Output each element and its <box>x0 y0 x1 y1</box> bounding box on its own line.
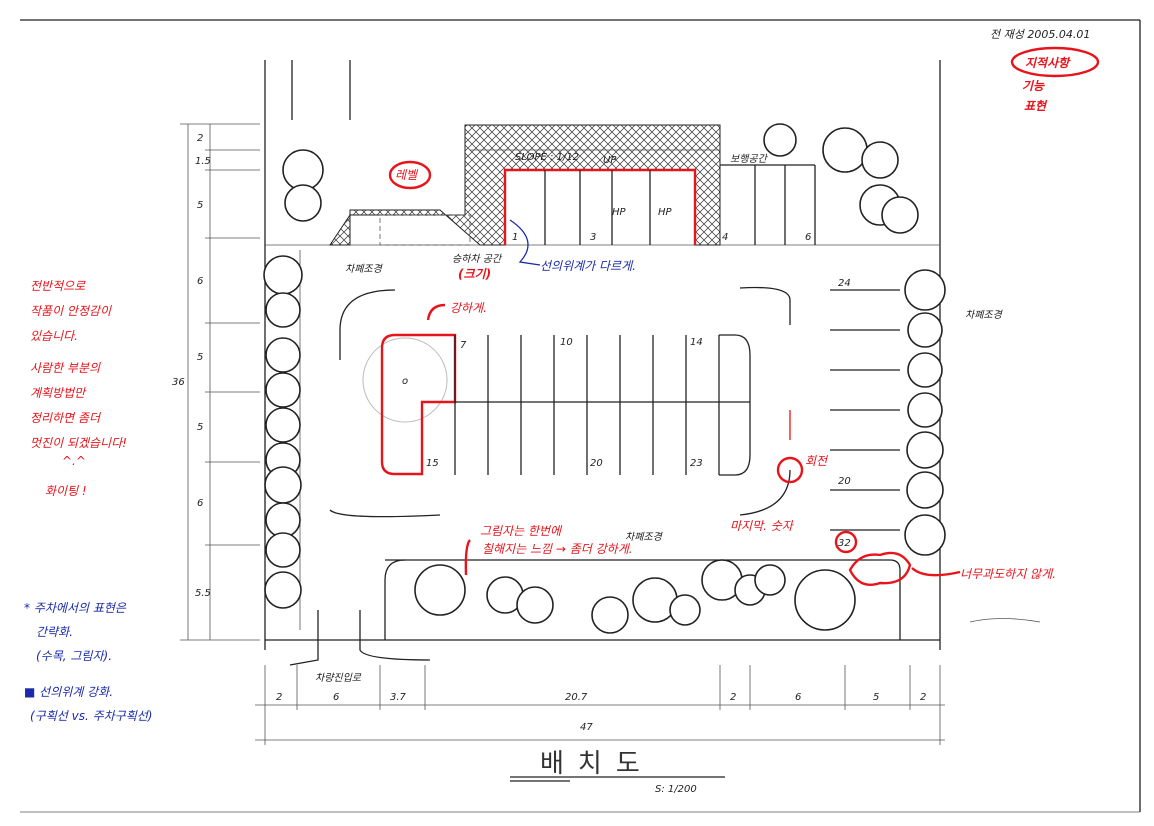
site-boundary <box>264 60 941 650</box>
note-line: (구획선 vs. 주차구획선) <box>30 709 152 723</box>
shrub-callout <box>848 551 912 587</box>
note-line: 간략화. <box>36 625 73 639</box>
dim-value: 2 <box>276 692 282 703</box>
scale-label: S: 1/200 <box>655 784 697 795</box>
sheet-frame <box>20 19 1141 813</box>
note-line: ■ 선의위계 강화. <box>24 685 113 699</box>
comment-line: 계획방법만 <box>30 386 87 400</box>
slope-label: SLOPE : 1/12 <box>515 152 579 163</box>
dim-total: 47 <box>580 722 593 733</box>
last-number-note: 마지막. 숫자 <box>730 519 795 533</box>
critique-legend-circle <box>1010 46 1100 78</box>
line-hierarchy-note: 선의위계가 다르게. <box>540 259 636 273</box>
dim-value: 2 <box>730 692 736 703</box>
dim-value: 5.5 <box>195 588 211 599</box>
shadow-note: 칠해지는 느낌 → 좀더 강하게. <box>482 542 633 556</box>
shrub-sample <box>969 618 1041 623</box>
stall-number: 7 <box>460 340 467 351</box>
comment-line: 전반적으로 <box>30 279 86 293</box>
stall-number: 10 <box>560 337 573 348</box>
island-marker: o <box>402 376 408 387</box>
critique-legend-item: 기능 <box>1022 79 1045 93</box>
stall-number: 14 <box>690 337 703 348</box>
dim-value: 1.5 <box>195 156 211 167</box>
stall-number: 20 <box>838 476 851 487</box>
critique-legend-item: 표현 <box>1024 99 1048 113</box>
size-note: (크기) <box>458 267 491 281</box>
stall-number: 23 <box>690 458 703 469</box>
level-note-circle <box>388 160 432 190</box>
comment-line: 작품이 안정감이 <box>30 304 112 318</box>
stall-number: 24 <box>838 278 851 289</box>
shadow-note: 그림자는 한번에 <box>480 524 563 538</box>
level-note: 레벨 <box>395 168 419 182</box>
pedestrian-space-label: 보행공간 <box>730 153 769 165</box>
stall-number: 15 <box>426 458 439 469</box>
bottom-dimension-values: 2 6 3.7 20.7 2 6 5 2 47 <box>276 692 926 733</box>
note-line: * 주차에서의 표현은 <box>24 601 127 615</box>
trees <box>263 123 946 634</box>
circulation-arrows <box>289 286 791 666</box>
dim-value: 3.7 <box>390 692 407 703</box>
dim-value: 20.7 <box>565 692 588 703</box>
stall-number: 20 <box>590 458 603 469</box>
bottom-dimensions <box>255 665 945 745</box>
note-line: (수목, 그림자). <box>36 649 112 663</box>
comment-line: ^.^ <box>62 454 86 468</box>
rotate-note: 회전 <box>805 454 829 468</box>
comment-line: 정리하면 좀더 <box>30 411 102 425</box>
left-dimensions <box>180 123 260 641</box>
dim-value: 5 <box>873 692 879 703</box>
screen-planting-label: 차폐조경 <box>625 531 664 543</box>
dim-value: 6 <box>197 498 203 509</box>
stall-number: 32 <box>838 538 851 549</box>
dim-value: 2 <box>920 692 926 703</box>
hp-label: HP <box>612 207 627 218</box>
hp-label: HP <box>658 207 673 218</box>
screen-planting-label: 차폐조경 <box>345 263 384 275</box>
up-label: UP <box>603 155 617 166</box>
drawing-title: 배치도 <box>540 749 654 779</box>
dim-value: 5 <box>197 200 203 211</box>
stall-number: 6 <box>805 232 811 243</box>
stall-number: 4 <box>722 232 728 243</box>
top-parking: SLOPE : 1/12 UP HP HP 1 3 4 6 보행공간 <box>329 124 816 246</box>
author-date: 전 재성 2005.04.01 <box>990 28 1090 41</box>
vehicle-entrance-label: 차량진입로 <box>315 672 362 684</box>
dim-value: 5 <box>197 422 203 433</box>
screen-planting-label: 차폐조경 <box>965 309 1004 321</box>
dim-value: 6 <box>333 692 339 703</box>
stall-number: 1 <box>512 232 518 243</box>
general-comment: 전반적으로 작품이 안정감이 있습니다. 사람한 부분의 계획방법만 정리하면 … <box>30 279 127 498</box>
dim-value: 6 <box>197 276 203 287</box>
drop-off-label: 승하차 공간 <box>452 253 503 265</box>
not-excessive-note: 너무과도하지 않게. <box>960 567 1056 581</box>
left-dimension-values: 2 1.5 5 6 5 5 6 5.5 36 <box>172 133 211 599</box>
comment-line: 있습니다. <box>30 329 78 343</box>
stronger-note: 강하게. <box>450 301 487 315</box>
dim-value: 2 <box>197 133 203 144</box>
comment-line: 화이팅 ! <box>45 484 87 498</box>
dim-value: 5 <box>197 352 203 363</box>
central-parking-island: o 7 10 14 15 20 23 <box>362 303 751 476</box>
comment-line: 사람한 부분의 <box>30 361 101 375</box>
dim-total: 36 <box>172 377 185 388</box>
dim-value: 6 <box>795 692 801 703</box>
blue-notes: * 주차에서의 표현은 간략화. (수목, 그림자). ■ 선의위계 강화. (… <box>24 601 152 723</box>
stall-number: 3 <box>590 232 596 243</box>
comment-line: 멋진이 되겠습니다! <box>30 436 127 450</box>
right-parking <box>830 289 900 531</box>
critique-legend-title: 지적사항 <box>1025 56 1071 70</box>
